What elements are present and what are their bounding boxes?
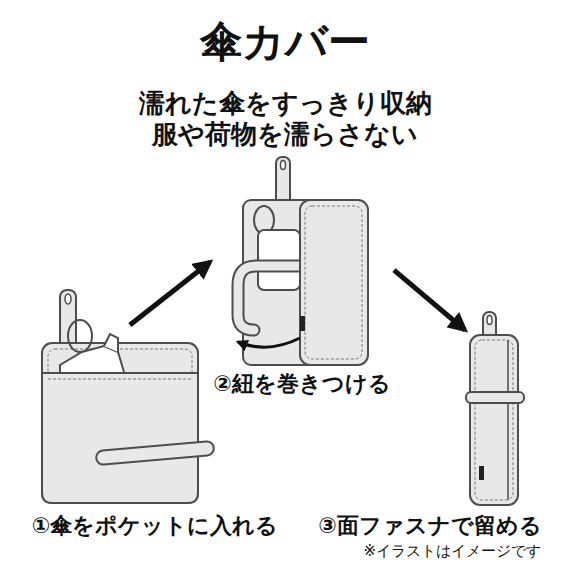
strap [96, 441, 215, 465]
step-panel: ③面ファスナで留める [315, 330, 545, 540]
subtitle-line: 服や荷物を濡らさない [152, 117, 418, 152]
strap [466, 392, 524, 403]
step-panel: ①傘をポケットに入れる [20, 325, 290, 540]
subtitle-line: 濡れた傘をすっきり収納 [139, 86, 432, 121]
stitching [475, 340, 513, 500]
brand-tag [300, 316, 305, 331]
fold-edge [507, 340, 509, 500]
cover-wrapping [238, 157, 368, 365]
rolled-cover [470, 335, 518, 505]
step-caption: ③面ファスナで留める [315, 512, 545, 540]
cover-flap [300, 200, 368, 365]
step-panel: ②紐を巻きつける [210, 150, 394, 395]
wrap-arrow [238, 338, 300, 347]
title: 傘カバー [200, 17, 370, 67]
flow-arrow [130, 262, 210, 325]
brand-tag [479, 466, 484, 480]
cover-closed [466, 312, 524, 505]
tab-hole [281, 161, 286, 170]
note: ※イラストはイメージです [363, 542, 541, 561]
cover-body [42, 343, 198, 503]
pocket [42, 373, 198, 503]
umbrella-tip [104, 334, 118, 352]
flow-arrow [394, 270, 465, 330]
tab-hole [65, 294, 71, 304]
umbrella-loop [68, 320, 92, 352]
step-caption: ②紐を巻きつける [210, 370, 394, 398]
step-caption: ①傘をポケットに入れる [20, 512, 290, 540]
tab-hole [487, 316, 492, 325]
stitching [305, 206, 362, 359]
pocket-stitch [48, 379, 192, 380]
cover-open [42, 290, 214, 503]
